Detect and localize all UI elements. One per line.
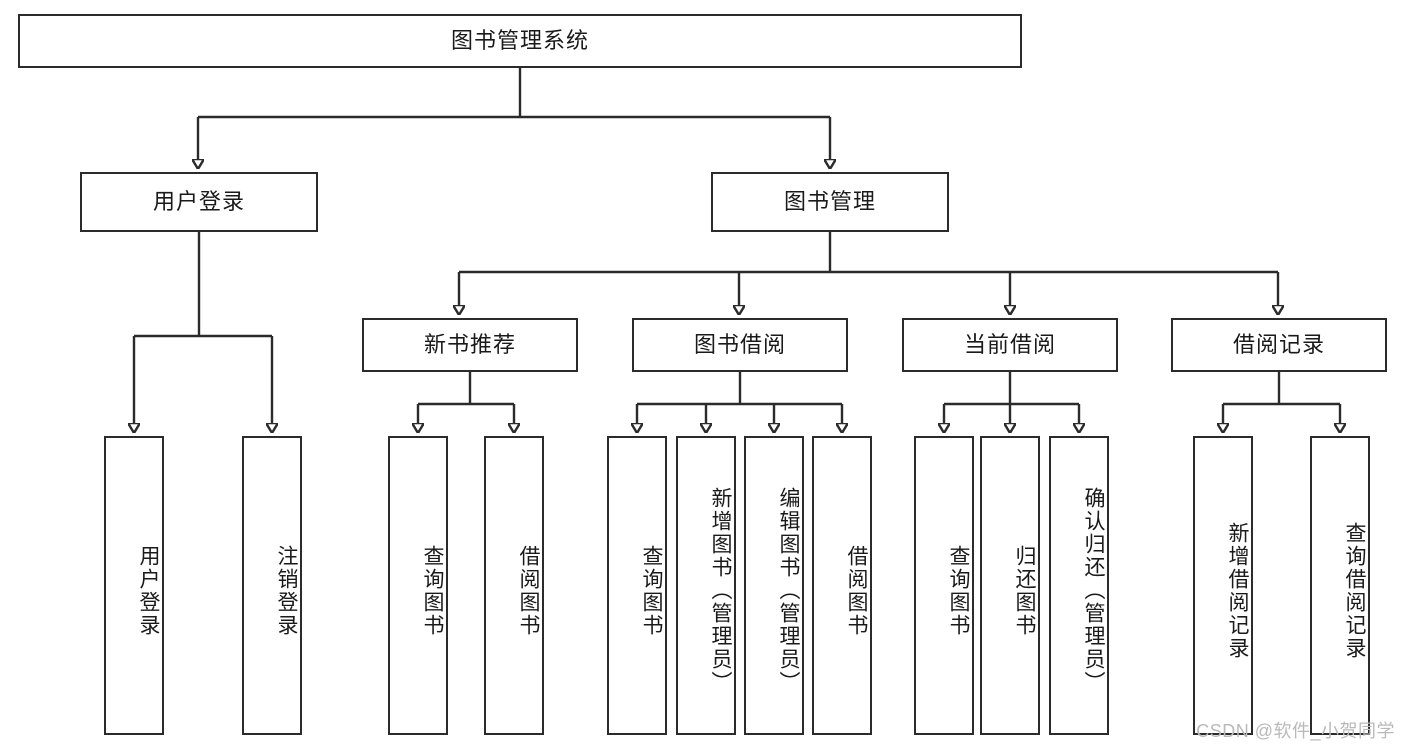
leaf-borrow-query-book[interactable]: 查询图书 xyxy=(607,436,667,735)
leaf-logout[interactable]: 注销登录 xyxy=(242,436,302,735)
node-current-borrow[interactable]: 当前借阅 xyxy=(902,318,1118,372)
node-root[interactable]: 图书管理系统 xyxy=(18,14,1022,68)
leaf-current-query-book[interactable]: 查询图书 xyxy=(914,436,974,735)
leaf-borrow-book[interactable]: 借阅图书 xyxy=(812,436,872,735)
leaf-new-book-query[interactable]: 查询图书 xyxy=(388,436,448,735)
leaf-add-book-admin[interactable]: 新增图书（管理员） xyxy=(676,436,736,735)
leaf-edit-book-admin-label: 编辑图书（管理员） xyxy=(777,487,800,694)
node-new-book-recommend-label: 新书推荐 xyxy=(423,331,516,357)
leaf-confirm-return-admin-label: 确认归还（管理员） xyxy=(1082,487,1105,694)
csdn-watermark: CSDN @软件_小贺同学 xyxy=(1196,721,1395,741)
leaf-return-book-label: 归还图书 xyxy=(1013,544,1036,637)
node-book-borrow-label: 图书借阅 xyxy=(693,331,786,357)
leaf-query-borrow-record-label: 查询借阅记录 xyxy=(1343,521,1366,660)
leaf-borrow-book-label: 借阅图书 xyxy=(845,544,868,637)
leaf-add-borrow-record[interactable]: 新增借阅记录 xyxy=(1193,436,1253,735)
leaf-new-book-borrow[interactable]: 借阅图书 xyxy=(484,436,544,735)
leaf-edit-book-admin[interactable]: 编辑图书（管理员） xyxy=(744,436,804,735)
node-user-login[interactable]: 用户登录 xyxy=(80,172,318,232)
node-book-management-label: 图书管理 xyxy=(783,188,876,214)
leaf-user-login-label: 用户登录 xyxy=(137,544,160,637)
leaf-add-borrow-record-label: 新增借阅记录 xyxy=(1226,521,1249,660)
node-book-management[interactable]: 图书管理 xyxy=(711,172,949,232)
leaf-new-book-query-label: 查询图书 xyxy=(421,544,444,637)
leaf-borrow-query-book-label: 查询图书 xyxy=(640,544,663,637)
leaf-new-book-borrow-label: 借阅图书 xyxy=(517,544,540,637)
leaf-add-book-admin-label: 新增图书（管理员） xyxy=(709,487,732,694)
node-new-book-recommend[interactable]: 新书推荐 xyxy=(362,318,578,372)
leaf-return-book[interactable]: 归还图书 xyxy=(980,436,1040,735)
node-current-borrow-label: 当前借阅 xyxy=(963,331,1056,357)
leaf-query-borrow-record[interactable]: 查询借阅记录 xyxy=(1310,436,1370,735)
node-root-label: 图书管理系统 xyxy=(450,27,589,53)
node-book-borrow[interactable]: 图书借阅 xyxy=(632,318,848,372)
node-borrow-record[interactable]: 借阅记录 xyxy=(1171,318,1387,372)
leaf-user-login[interactable]: 用户登录 xyxy=(104,436,164,735)
node-borrow-record-label: 借阅记录 xyxy=(1232,331,1325,357)
leaf-logout-label: 注销登录 xyxy=(275,544,298,637)
leaf-current-query-book-label: 查询图书 xyxy=(947,544,970,637)
leaf-confirm-return-admin[interactable]: 确认归还（管理员） xyxy=(1049,436,1109,735)
node-user-login-label: 用户登录 xyxy=(152,188,245,214)
